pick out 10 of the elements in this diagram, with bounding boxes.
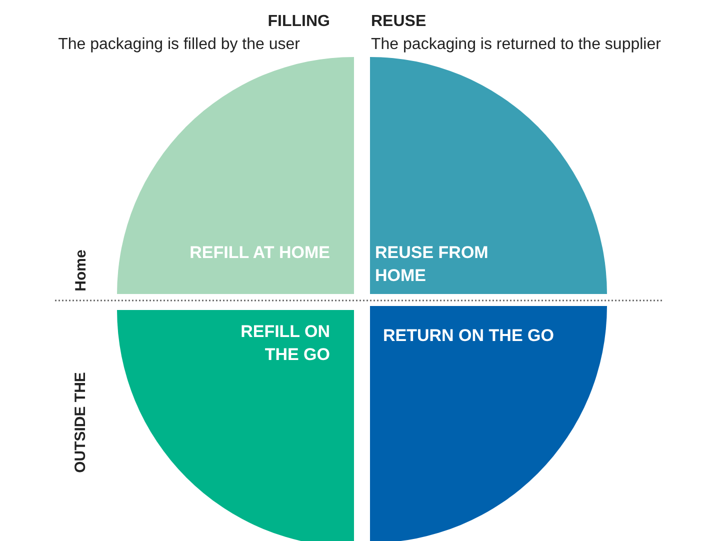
column-description: The packaging is returned to the supplier	[371, 36, 661, 54]
column-heading: FILLING	[268, 13, 330, 31]
quadrant-title: REUSE FROM HOME	[375, 242, 490, 287]
column-description: The packaging is filled by the user	[58, 36, 300, 54]
row-label: OUTSIDE THE	[72, 372, 89, 473]
quadrant-title: REFILL AT HOME	[190, 242, 330, 264]
quadrant-title: RETURN ON THE GO	[383, 325, 554, 347]
quadrant-title: REFILL ON THE GO	[240, 321, 330, 366]
column-heading: REUSE	[371, 13, 426, 31]
row-label: Home	[72, 250, 90, 292]
